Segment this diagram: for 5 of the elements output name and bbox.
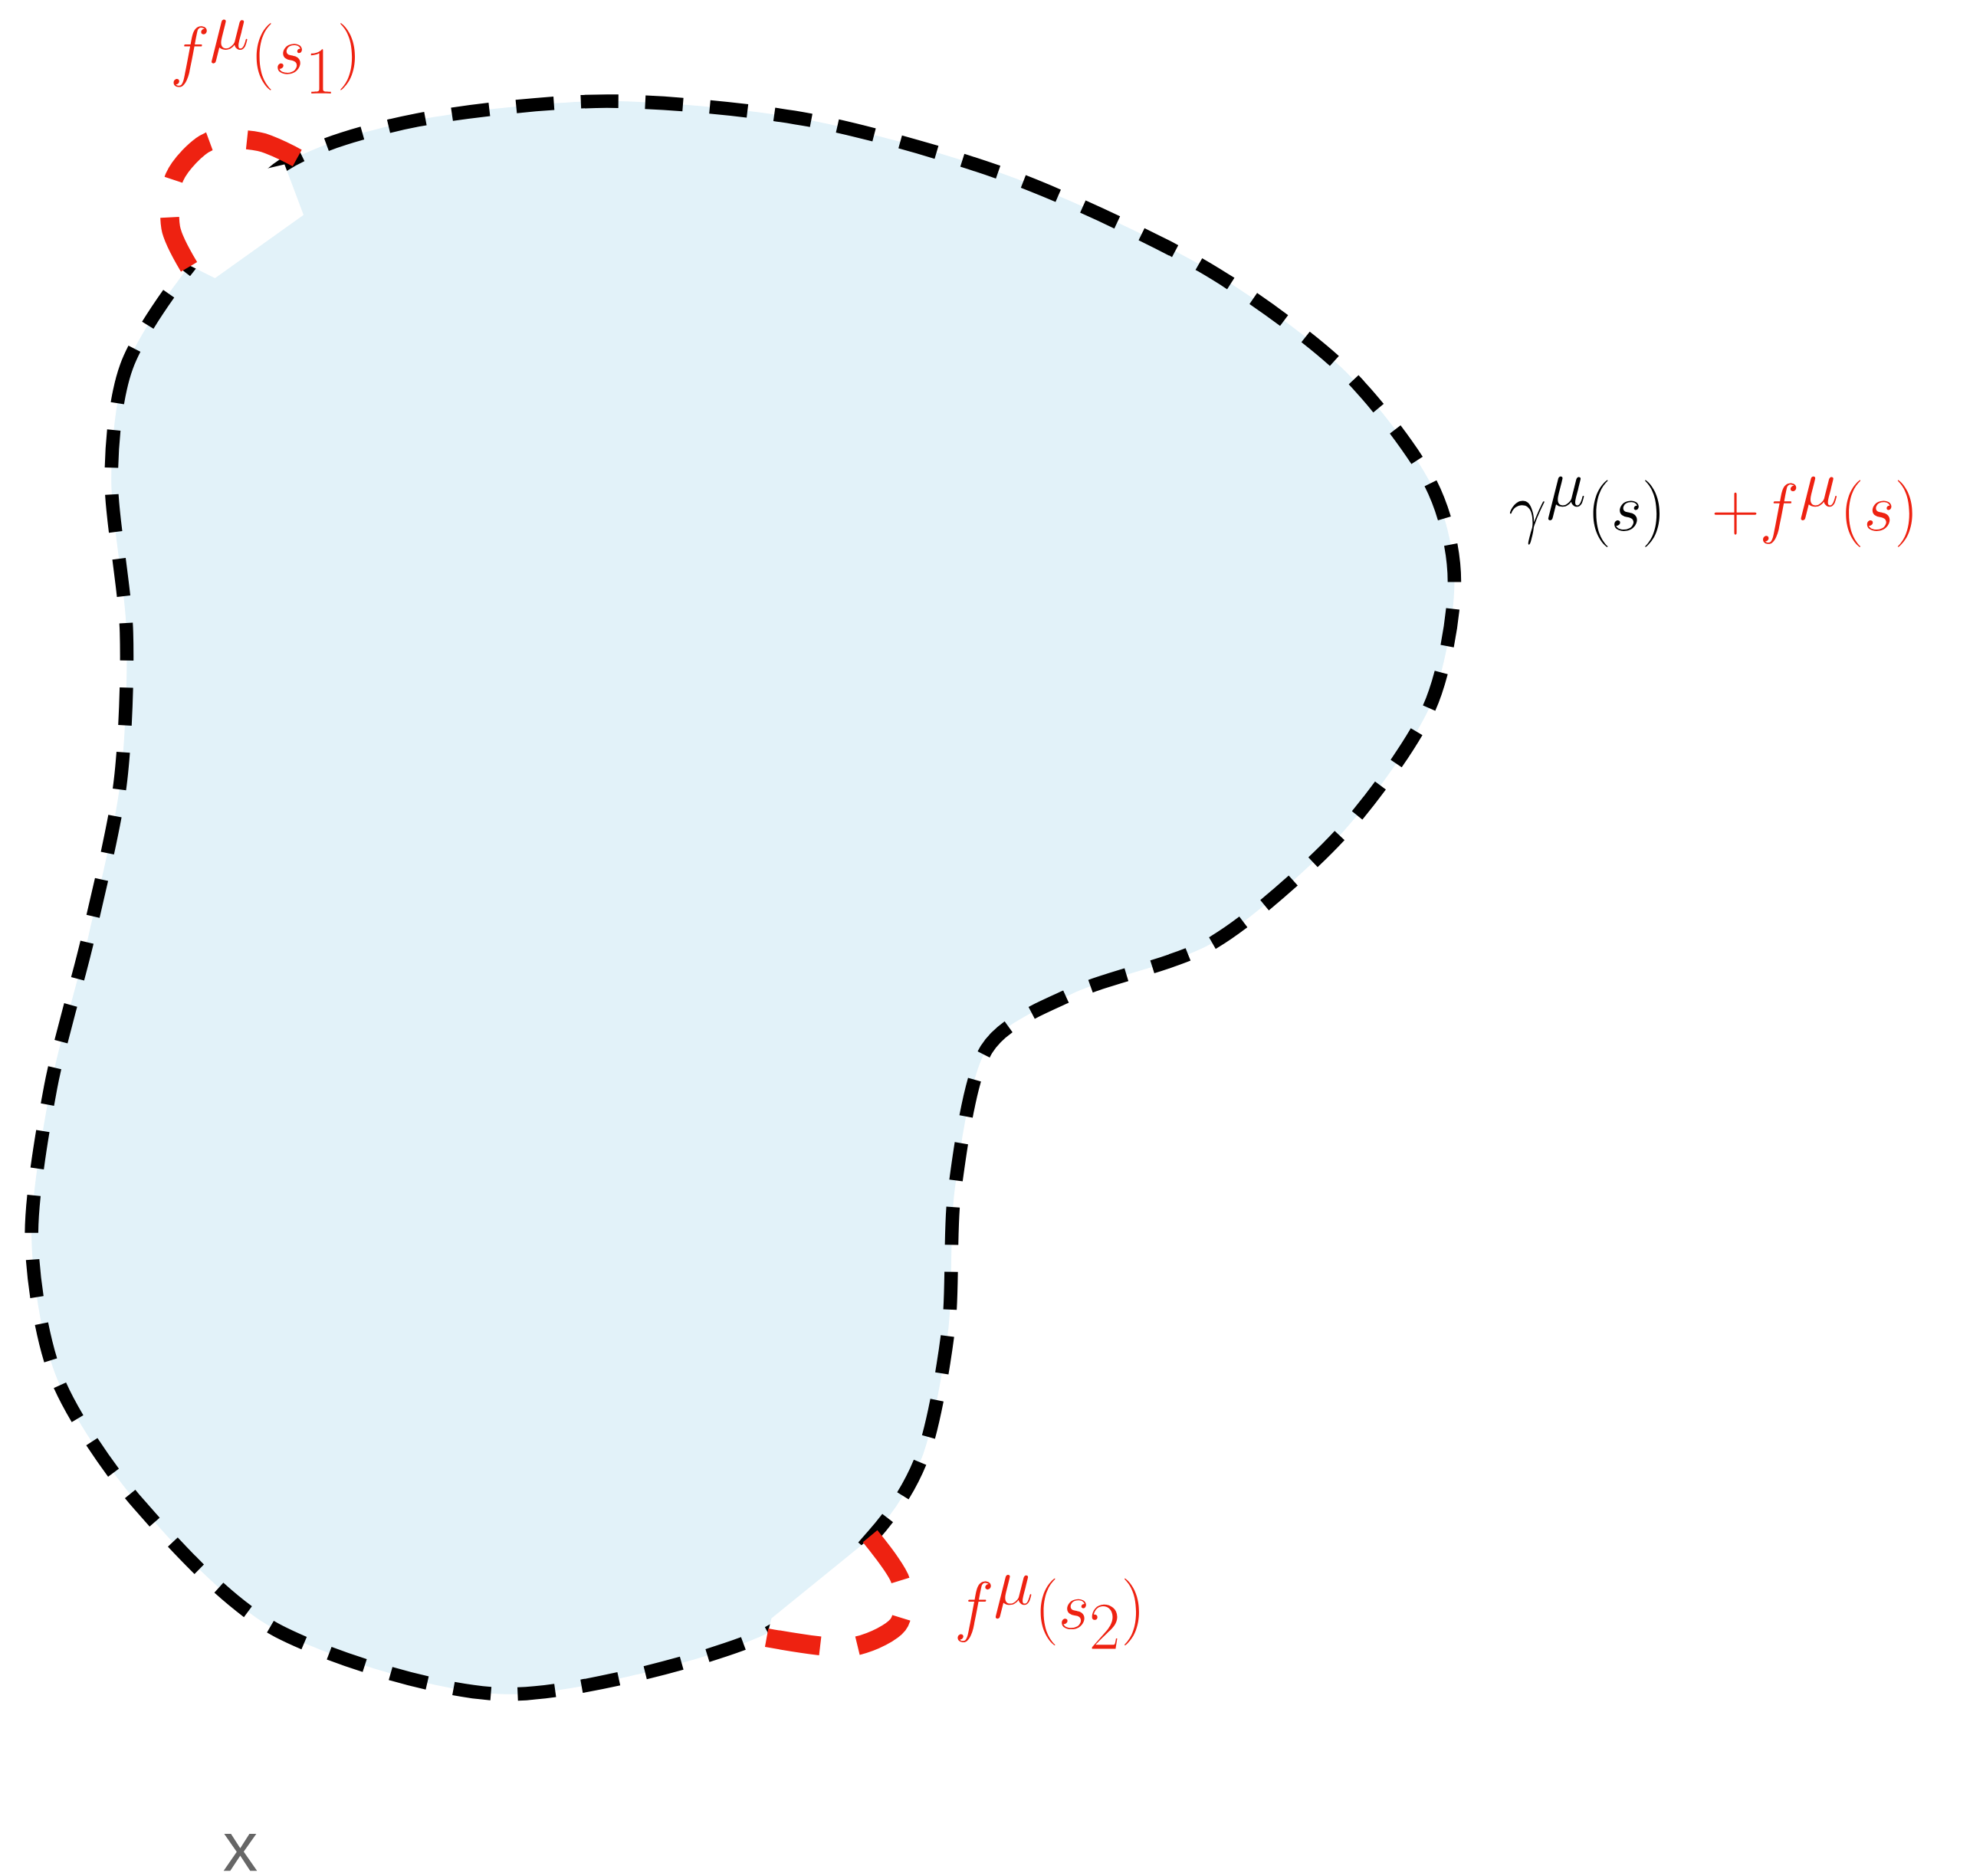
math-label: $f^{\mu}(s_2)$ [957, 1574, 1139, 1649]
axis-label: x [223, 1834, 258, 1871]
math-label: $\gamma^{\mu}(s)$ [1509, 476, 1660, 547]
math-label: $+f^{\mu}(s)$ [1714, 476, 1912, 547]
math-label: $f^{\mu}(s_1)$ [173, 19, 355, 93]
